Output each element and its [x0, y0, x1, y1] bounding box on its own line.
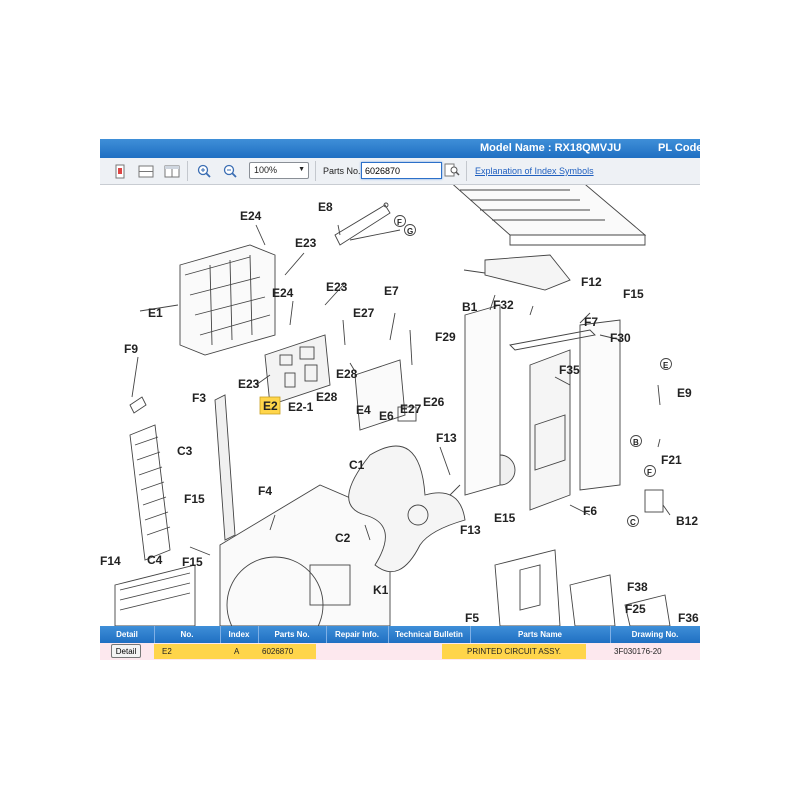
zoom-in-icon[interactable]	[194, 162, 214, 181]
label-b12: B12	[676, 514, 698, 528]
label-f7: F7	[584, 315, 598, 329]
zoom-value: 100%	[254, 165, 278, 175]
label-e9: E9	[677, 386, 692, 400]
label-e24: E24	[240, 209, 262, 223]
col-index: Index	[220, 626, 259, 643]
parts-no-label: Parts No.	[323, 166, 361, 176]
col-drawing-no: Drawing No.	[631, 630, 679, 639]
zoom-select[interactable]: 100% ▼	[249, 162, 309, 179]
label-c4: C4	[147, 553, 163, 567]
e2-highlight[interactable]	[259, 396, 281, 415]
title-bar: Model Name : RX18QMVJU PL Code	[100, 139, 700, 158]
label-f12: F12	[581, 275, 602, 289]
split-vertical-icon[interactable]	[162, 162, 182, 181]
label-f21: F21	[661, 453, 682, 467]
parts-table-header: Detail No. Index Parts No. Repair Info. …	[100, 626, 700, 643]
cell-drawing-no: 3F030176-20	[614, 647, 662, 656]
label-e1: E1	[148, 306, 163, 320]
label-f3: F3	[192, 391, 206, 405]
exploded-parts-diagram: E24 E8 F G E23 E1 E24 E23 E7 E27 F9 E28 …	[100, 185, 700, 626]
diagram-drawing: E24 E8 F G E23 E1 E24 E23 E7 E27 F9 E28 …	[100, 185, 699, 626]
cell-repair-info	[326, 644, 388, 659]
print-icon[interactable]	[110, 162, 130, 181]
label-f35: F35	[559, 363, 580, 377]
label-c3: C3	[177, 444, 193, 458]
cell-index: A	[234, 644, 254, 659]
label-f15: F15	[184, 492, 205, 506]
label-f-circle-2: F	[647, 468, 652, 477]
label-e23-3: E23	[238, 377, 260, 391]
col-parts-no: Parts No.	[258, 626, 327, 643]
label-f15-3: F15	[623, 287, 644, 301]
cell-no-text: E2	[162, 647, 172, 656]
detail-button[interactable]: Detail	[111, 644, 141, 658]
label-f30: F30	[610, 331, 631, 345]
label-f32: F32	[493, 298, 514, 312]
col-no: No.	[154, 626, 221, 643]
label-g-circle: G	[407, 227, 413, 236]
pl-code-label: PL Code	[658, 142, 700, 154]
zoom-out-icon[interactable]	[220, 162, 240, 181]
cell-parts-name: PRINTED CIRCUIT ASSY.	[442, 644, 586, 659]
label-e4: E4	[356, 403, 371, 417]
label-f29: F29	[435, 330, 456, 344]
label-e15: E15	[494, 511, 516, 525]
label-e28: E28	[336, 367, 358, 381]
model-name: Model Name : RX18QMVJU	[480, 142, 622, 154]
label-c-circle: C	[630, 518, 636, 527]
label-f9: F9	[124, 342, 138, 356]
cell-parts-no: 6026870	[258, 644, 316, 659]
label-b1: B1	[462, 300, 478, 314]
label-e2[interactable]: E2	[263, 399, 278, 413]
label-f15-2: F15	[182, 555, 203, 569]
toolbar-separator	[466, 161, 467, 181]
label-f36: F36	[678, 611, 699, 625]
toolbar-separator	[187, 161, 188, 181]
label-e8: E8	[318, 200, 333, 214]
col-detail: Detail	[100, 626, 155, 643]
label-f13-2: F13	[460, 523, 481, 537]
label-f13: F13	[436, 431, 457, 445]
label-e23: E23	[295, 236, 317, 250]
table-row[interactable]: Detail E2 A 6026870 PRINTED CIRCUIT ASSY…	[100, 643, 700, 660]
label-k1: K1	[373, 583, 389, 597]
label-b-circle: B	[633, 438, 639, 447]
toolbar-separator	[315, 161, 316, 181]
label-f6: F6	[583, 504, 597, 518]
search-parts-icon[interactable]	[444, 162, 460, 178]
col-parts-name: Parts Name	[470, 626, 611, 643]
chevron-down-icon: ▼	[298, 166, 305, 173]
label-e27-2: E27	[400, 402, 422, 416]
label-f14: F14	[100, 554, 121, 568]
label-c1: C1	[349, 458, 365, 472]
label-e6: E6	[379, 409, 394, 423]
label-f25: F25	[625, 602, 646, 616]
label-e27: E27	[353, 306, 375, 320]
label-e26: E26	[423, 395, 445, 409]
parts-list-window: Model Name : RX18QMVJU PL Code 100% ▼ Pa…	[100, 139, 700, 661]
label-e2-1: E2-1	[288, 400, 314, 414]
label-f-circle: F	[397, 218, 402, 227]
label-f4: F4	[258, 484, 272, 498]
label-e7: E7	[384, 284, 399, 298]
label-c2: C2	[335, 531, 351, 545]
explanation-of-index-symbols-link[interactable]: Explanation of Index Symbols	[475, 166, 594, 176]
parts-no-input[interactable]	[361, 162, 442, 179]
label-f5: F5	[465, 611, 479, 625]
label-f38: F38	[627, 580, 648, 594]
col-technical-bulletin: Technical Bulletin	[388, 626, 471, 643]
toolbar: 100% ▼ Parts No. Explanation of Index Sy…	[100, 158, 700, 185]
label-e28-2: E28	[316, 390, 338, 404]
split-horizontal-icon[interactable]	[136, 162, 156, 181]
col-repair-info: Repair Info.	[326, 626, 389, 643]
label-e24-2: E24	[272, 286, 294, 300]
label-e23-2: E23	[326, 280, 348, 294]
label-e-circle: E	[663, 361, 669, 370]
